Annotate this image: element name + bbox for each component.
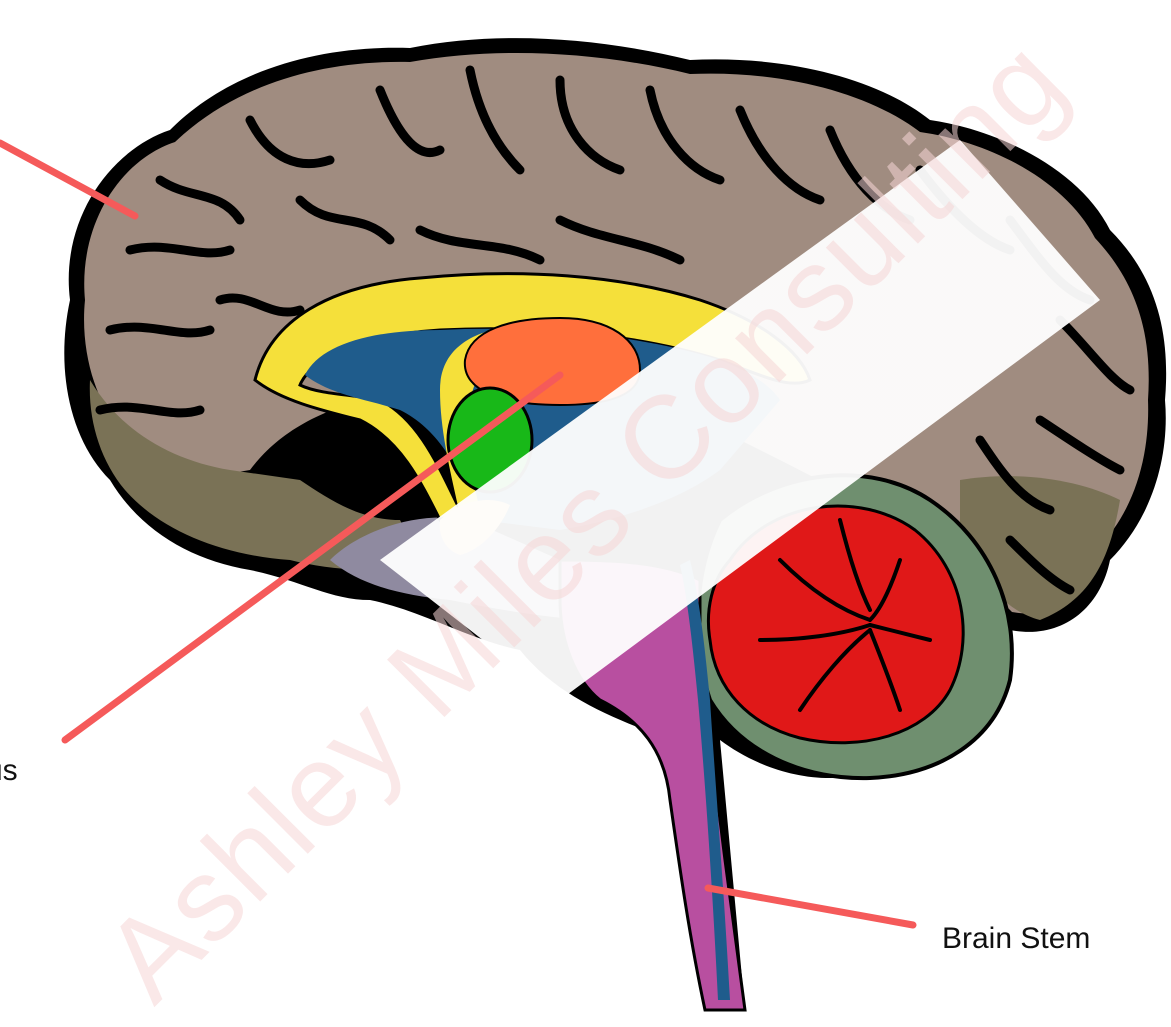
pointer-brain-stem	[708, 888, 913, 925]
label-brain-stem: Brain Stem	[942, 922, 1090, 956]
label-partial-left: us	[0, 754, 18, 788]
